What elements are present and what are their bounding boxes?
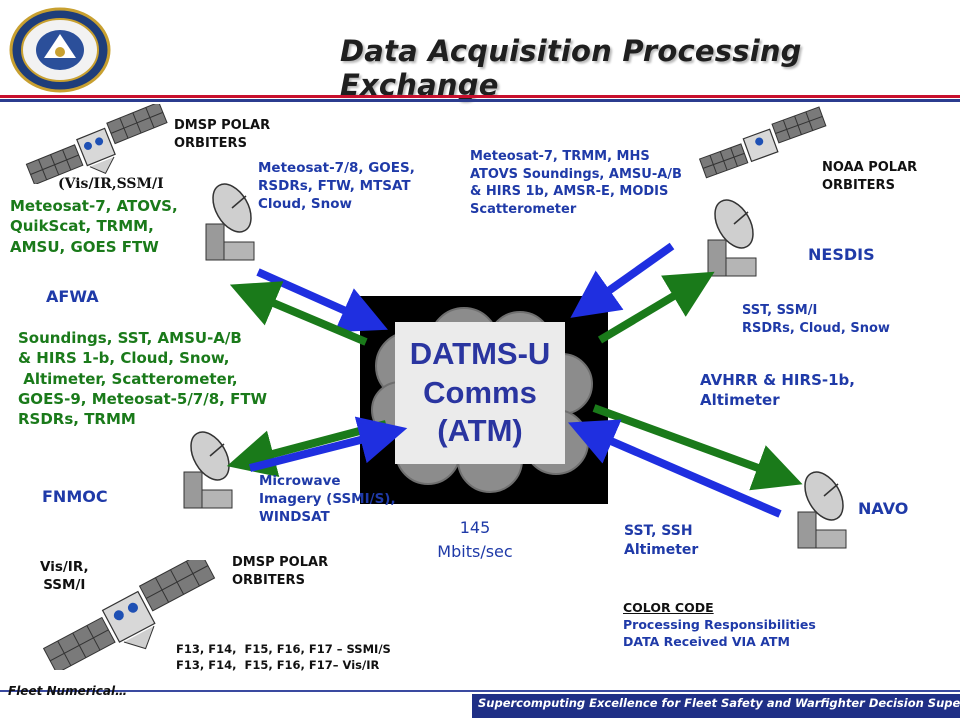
afwa-dish-icon <box>205 183 255 261</box>
bandwidth-unit: Mbits/sec <box>437 542 513 561</box>
header-rule-red <box>0 95 960 98</box>
dmsp-bottom-sensors: Vis/IR, SSM/I <box>40 559 89 594</box>
atm-hub-label: DATMS-U Comms (ATM) <box>409 335 551 449</box>
flow-nesdis-text: Meteosat-7, TRMM, MHS ATOVS Soundings, A… <box>470 149 682 217</box>
footer-rule <box>0 690 960 692</box>
arrow-fnmoc-to-hub-blue <box>249 416 408 472</box>
bandwidth-readout: 145 Mbits/sec <box>420 516 530 564</box>
arrow-hub-to-navo-green <box>592 404 803 491</box>
flow-to-afwa-text: Meteosat-7/8, GOES, RSDRs, FTW, MTSAT Cl… <box>258 160 415 213</box>
color-code-title: COLOR CODE <box>623 600 714 615</box>
fnmoc-dish-icon <box>183 431 233 509</box>
atm-hub-label-panel: DATMS-U Comms (ATM) <box>395 322 565 464</box>
dmsp-top-sensors: (Vis/IR,SSM/I <box>58 176 164 192</box>
noaa-label: NOAA POLAR ORBITERS <box>822 160 918 193</box>
dmsp-satellite-bottom-icon <box>42 560 216 670</box>
color-code-blue-item: DATA Received VIA ATM <box>623 633 790 649</box>
noaa-satellite-icon <box>698 106 827 179</box>
arrow-hub-to-nesdis-green <box>597 271 715 344</box>
footer-banner <box>472 694 960 718</box>
dmsp-top-label: DMSP POLAR ORBITERS <box>174 118 271 151</box>
dmsp-satellite-top-icon <box>25 104 168 184</box>
flow-fnmoc-blue-text: Microwave Imagery (SSMI/S), WINDSAT <box>259 473 396 526</box>
arrow-nesdis-to-hub-blue <box>570 242 675 318</box>
flow-fnmoc-text: Soundings, SST, AMSU-A/B & HIRS 1-b, Clo… <box>18 329 268 428</box>
arrow-navo-to-hub-blue <box>567 419 782 518</box>
navo-dish-icon <box>797 471 847 549</box>
site-fnmoc: FNMOC <box>42 487 108 506</box>
fnmoc-emblem <box>9 7 111 93</box>
bandwidth-value: 145 <box>459 518 491 537</box>
nesdis-dish-icon <box>707 199 757 277</box>
flow-afwa-text: Meteosat-7, ATOVS, QuikScat, TRMM, AMSU,… <box>10 197 178 256</box>
footer-tagline: Supercomputing Excellence for Fleet Safe… <box>478 696 960 710</box>
dmsp-bottom-label: DMSP POLAR ORBITERS <box>232 555 329 588</box>
flow-nesdis-small-text: SST, SSM/I RSDRs, Cloud, Snow <box>742 303 890 336</box>
site-nesdis: NESDIS <box>808 245 875 264</box>
color-code-green-item: Processing Responsibilities <box>623 616 816 632</box>
site-afwa: AFWA <box>46 287 99 306</box>
arrow-hub-to-afwa-green <box>229 281 368 346</box>
flow-nesdis-green-text: AVHRR & HIRS-1b, Altimeter <box>700 371 855 410</box>
footer-org-name: Fleet Numerical… <box>8 684 128 698</box>
site-navo: NAVO <box>858 499 909 518</box>
arrow-afwa-to-hub-blue <box>256 268 388 333</box>
flow-navo-text: SST, SSH Altimeter <box>624 523 699 558</box>
page-title: Data Acquisition Processing Exchange <box>340 34 802 102</box>
header-rule-navy <box>0 99 960 102</box>
dmsp-bottom-list: F13, F14, F15, F16, F17 – SSMI/S F13, F1… <box>176 642 391 672</box>
color-code-legend: COLOR CODE Processing Responsibilities D… <box>623 600 816 651</box>
